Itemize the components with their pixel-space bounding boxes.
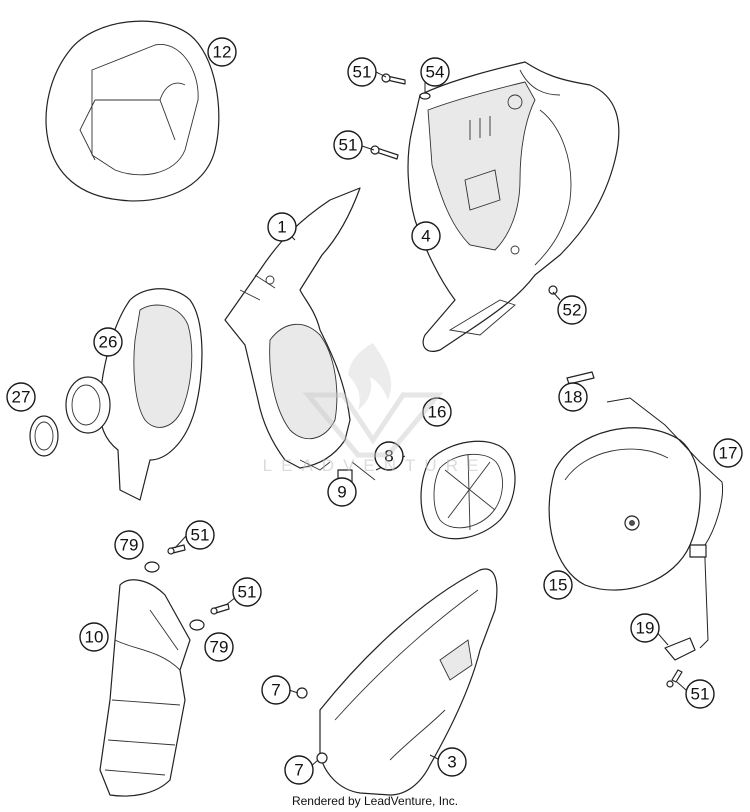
- callout-51e: 51: [685, 679, 715, 709]
- callout-7a: 7: [261, 675, 291, 705]
- svg-text:15: 15: [549, 576, 568, 595]
- svg-text:51: 51: [691, 685, 710, 704]
- svg-text:27: 27: [12, 388, 31, 407]
- part-27-clamp: [29, 415, 59, 457]
- svg-text:79: 79: [120, 536, 139, 555]
- callout-51a: 51: [347, 57, 377, 87]
- part-26-air-boot: [65, 288, 203, 501]
- svg-text:54: 54: [426, 63, 445, 82]
- svg-text:7: 7: [294, 761, 303, 780]
- callout-18: 18: [558, 382, 588, 412]
- svg-text:10: 10: [85, 628, 104, 647]
- svg-text:1: 1: [277, 218, 286, 237]
- svg-text:51: 51: [339, 136, 358, 155]
- svg-text:79: 79: [210, 638, 229, 657]
- callout-12: 12: [207, 37, 237, 67]
- callout-51c: 51: [185, 520, 215, 550]
- svg-text:4: 4: [421, 227, 430, 246]
- callout-27: 27: [6, 382, 36, 412]
- callout-26: 26: [93, 327, 123, 357]
- svg-text:17: 17: [719, 444, 738, 463]
- svg-text:7: 7: [271, 681, 280, 700]
- callout-17: 17: [713, 438, 743, 468]
- part-1-airbox-frame: [224, 187, 361, 471]
- callout-51b: 51: [333, 130, 363, 160]
- svg-text:19: 19: [636, 619, 655, 638]
- callout-1: 1: [267, 212, 297, 242]
- svg-text:16: 16: [428, 403, 447, 422]
- callout-19: 19: [630, 613, 660, 643]
- part-4-airbox-housing: [407, 61, 620, 352]
- hardware-parts: [144, 73, 683, 764]
- part-19-bracket: [664, 637, 696, 661]
- svg-text:8: 8: [384, 447, 393, 466]
- callout-51d: 51: [232, 577, 262, 607]
- part-12-filter-cover: [45, 20, 220, 202]
- callout-4: 4: [411, 221, 441, 251]
- callout-10: 10: [79, 622, 109, 652]
- callout-8: 8: [374, 441, 404, 471]
- svg-text:51: 51: [191, 526, 210, 545]
- callout-7b: 7: [284, 755, 314, 785]
- svg-text:3: 3: [447, 753, 456, 772]
- watermark-text: LEADVENTURE: [262, 456, 488, 475]
- callout-15: 15: [543, 570, 573, 600]
- footer-credit: Rendered by LeadVenture, Inc.: [291, 794, 459, 808]
- svg-text:51: 51: [353, 63, 372, 82]
- svg-text:18: 18: [564, 388, 583, 407]
- part-17-rod: [606, 397, 724, 649]
- svg-text:26: 26: [99, 333, 118, 352]
- callout-79b: 79: [204, 632, 234, 662]
- svg-text:51: 51: [238, 583, 257, 602]
- callout-52: 52: [557, 295, 587, 325]
- callout-3: 3: [437, 747, 467, 777]
- svg-text:9: 9: [337, 483, 346, 502]
- svg-text:12: 12: [213, 43, 232, 62]
- part-18-pin: [566, 371, 595, 385]
- part-15-air-filter: [548, 427, 701, 591]
- callout-79a: 79: [114, 530, 144, 560]
- callout-16: 16: [422, 397, 452, 427]
- callout-54: 54: [420, 57, 450, 87]
- part-3-side-cover: [319, 568, 498, 796]
- part-16-filter-cage: [420, 440, 516, 540]
- part-10-side-cover: [99, 579, 191, 797]
- svg-text:52: 52: [563, 301, 582, 320]
- callout-9: 9: [327, 477, 357, 507]
